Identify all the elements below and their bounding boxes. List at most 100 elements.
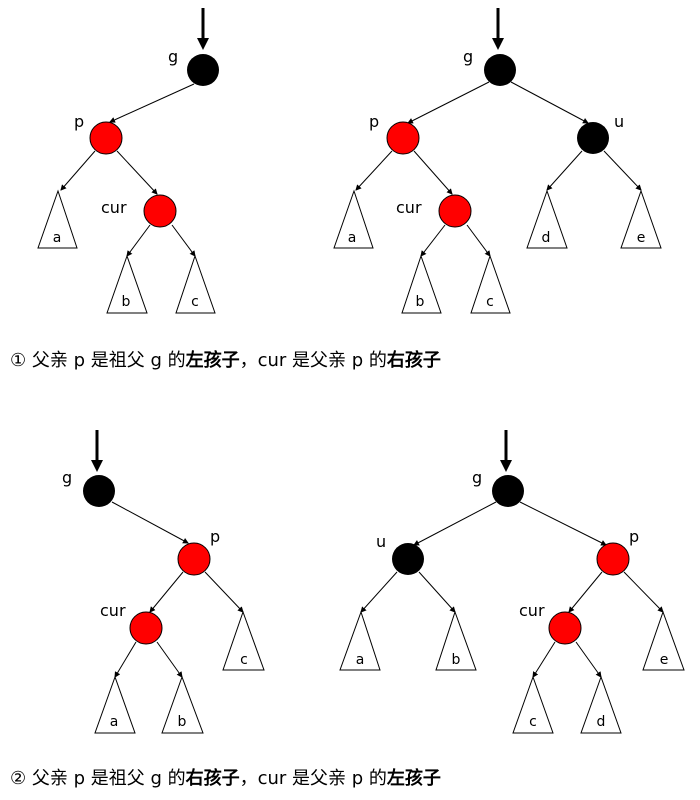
subtree-c	[175, 254, 216, 314]
edge-u-b	[418, 571, 456, 613]
label-c: c	[486, 294, 494, 310]
edge-cur-c	[171, 224, 196, 257]
subtree-e	[642, 610, 685, 671]
label-a: a	[110, 714, 119, 730]
caption-number: ②	[10, 768, 27, 789]
label-b: b	[416, 294, 425, 310]
node-p	[386, 121, 420, 155]
node-u	[392, 543, 424, 575]
edge-u-d	[546, 150, 583, 191]
label-p: p	[210, 527, 220, 546]
label-cur: cur	[396, 198, 422, 217]
node-p	[177, 542, 211, 576]
case1-right-tree: g p u cur a b c d e	[333, 8, 662, 314]
caption-bold: 左孩子	[386, 768, 441, 789]
subtree-a	[339, 610, 381, 671]
node-cur	[548, 611, 582, 645]
case1-left-tree: g p cur a b c	[37, 8, 219, 314]
edge-cur-c	[466, 224, 491, 257]
label-a: a	[356, 652, 365, 668]
subtree-d	[526, 189, 568, 249]
edge-g-p	[407, 81, 490, 124]
caption-bold: 右孩子	[185, 768, 240, 789]
edge-p-c	[204, 571, 244, 613]
edge-cur-b	[420, 224, 446, 257]
subtree-e	[620, 189, 662, 249]
label-b: b	[122, 294, 131, 310]
label-b: b	[452, 652, 461, 668]
subtree-d	[580, 675, 622, 734]
label-p: p	[629, 527, 639, 546]
label-g: g	[168, 47, 178, 66]
edge-p-e	[623, 571, 664, 613]
label-c: c	[529, 714, 537, 730]
node-g	[484, 54, 516, 86]
case2-caption: ② 父亲 p 是祖父 g 的右孩子，cur 是父亲 p 的左孩子	[10, 764, 441, 790]
node-cur	[438, 194, 472, 228]
edge-p-cur	[413, 150, 453, 195]
edge-cur-b	[126, 224, 151, 257]
node-p	[596, 542, 630, 576]
edge-cur-b	[156, 641, 183, 678]
edge-cur-d	[575, 641, 602, 678]
subtree-a	[94, 675, 136, 734]
label-e: e	[637, 230, 646, 246]
caption-text: 父亲 p 是祖父 g 的	[26, 768, 186, 789]
label-e: e	[660, 652, 669, 668]
node-g	[83, 475, 115, 507]
edge-p-cur	[149, 571, 184, 613]
label-d: d	[542, 230, 551, 246]
edge-u-a	[360, 571, 398, 613]
node-g	[492, 475, 524, 507]
edge-g-p	[109, 83, 195, 123]
label-b: b	[178, 714, 187, 730]
edge-p-cur	[568, 571, 603, 613]
caption-number: ①	[10, 350, 27, 371]
subtree-b	[401, 254, 442, 314]
node-cur	[129, 611, 163, 645]
subtree-c	[470, 254, 511, 314]
label-g: g	[463, 47, 473, 66]
case2-right-tree: g u p cur a b e c d	[339, 430, 685, 734]
label-a: a	[348, 230, 357, 246]
label-u: u	[614, 112, 624, 131]
node-p	[89, 121, 123, 155]
label-c: c	[191, 294, 199, 310]
label-a: a	[53, 230, 62, 246]
label-d: d	[597, 714, 606, 730]
label-cur: cur	[101, 198, 127, 217]
label-p: p	[74, 112, 84, 131]
subtree-b	[435, 610, 477, 671]
node-cur	[143, 194, 177, 228]
caption-text: ，cur 是父亲 p 的	[239, 768, 387, 789]
edge-p-a	[60, 150, 96, 191]
edge-u-e	[603, 150, 642, 191]
label-cur: cur	[100, 601, 126, 620]
label-p: p	[369, 112, 379, 131]
edge-g-u	[413, 501, 497, 546]
subtree-c	[512, 675, 554, 734]
edge-g-u	[510, 81, 589, 124]
subtree-c	[222, 610, 265, 671]
label-c: c	[240, 652, 248, 668]
edge-p-a	[355, 150, 393, 191]
case2-left-tree: g p cur c a b	[62, 430, 265, 734]
label-g: g	[62, 468, 72, 487]
edge-g-p	[519, 501, 607, 546]
case1-caption: ① 父亲 p 是祖父 g 的左孩子，cur 是父亲 p 的右孩子	[10, 346, 441, 372]
subtree-b	[106, 254, 148, 314]
caption-text: 父亲 p 是祖父 g 的	[26, 350, 186, 371]
caption-bold: 右孩子	[386, 350, 441, 371]
label-cur: cur	[519, 601, 545, 620]
subtree-a	[333, 189, 374, 249]
node-g	[187, 54, 219, 86]
edge-p-cur	[116, 150, 158, 195]
subtree-b	[161, 675, 204, 734]
edge-g-p	[111, 501, 189, 544]
edge-cur-c	[532, 641, 556, 678]
label-g: g	[472, 468, 482, 487]
caption-bold: 左孩子	[185, 350, 240, 371]
label-u: u	[376, 532, 386, 551]
caption-text: ，cur 是父亲 p 的	[239, 350, 387, 371]
